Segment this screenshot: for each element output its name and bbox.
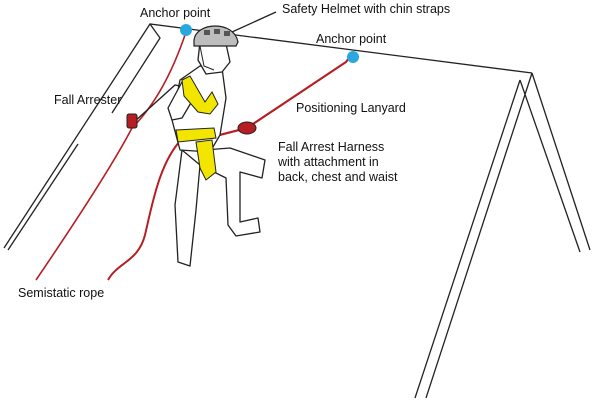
helmet-leader-line (231, 11, 277, 33)
label-helmet: Safety Helmet with chin straps (282, 2, 451, 16)
semistatic-rope-line (35, 31, 187, 281)
helmet-vent-3 (224, 31, 230, 36)
helmet-chin-strap (199, 45, 215, 71)
harness-waist-belt (175, 127, 217, 143)
helmet-vent-2 (214, 29, 220, 34)
lanyard-tail-line (107, 137, 184, 281)
roof-ridge-left (3, 23, 533, 249)
helmet-group (193, 25, 239, 71)
worker-back-leg (174, 149, 201, 267)
label-fall-arrester: Fall Arrester (54, 93, 122, 107)
label-anchor-point-right: Anchor point (316, 32, 387, 46)
worker-front-leg (204, 147, 266, 237)
fall-arrester-device (126, 113, 138, 129)
harness-leg-strap (195, 139, 217, 181)
roof-outline (3, 23, 591, 399)
roof-slope-left-lower (7, 143, 79, 251)
roof-slope-left-inner (111, 23, 161, 114)
worker-figure (167, 41, 266, 267)
label-harness: Fall Arrest Harness with attachment in b… (278, 140, 398, 184)
lanyard-adjuster (237, 121, 257, 135)
anchor-point-left-marker (180, 24, 192, 36)
harness-straps (175, 75, 219, 181)
harness-chest-strap (181, 75, 219, 115)
label-semistatic-rope: Semistatic rope (18, 286, 105, 300)
label-positioning-lanyard: Positioning Lanyard (296, 101, 406, 115)
fall-arrester-body (126, 113, 138, 129)
anchor-point-right-marker (347, 51, 359, 63)
label-anchor-point-left: Anchor point (140, 6, 211, 20)
roof-slope-right (414, 72, 591, 399)
helmet-vent-1 (204, 30, 210, 35)
